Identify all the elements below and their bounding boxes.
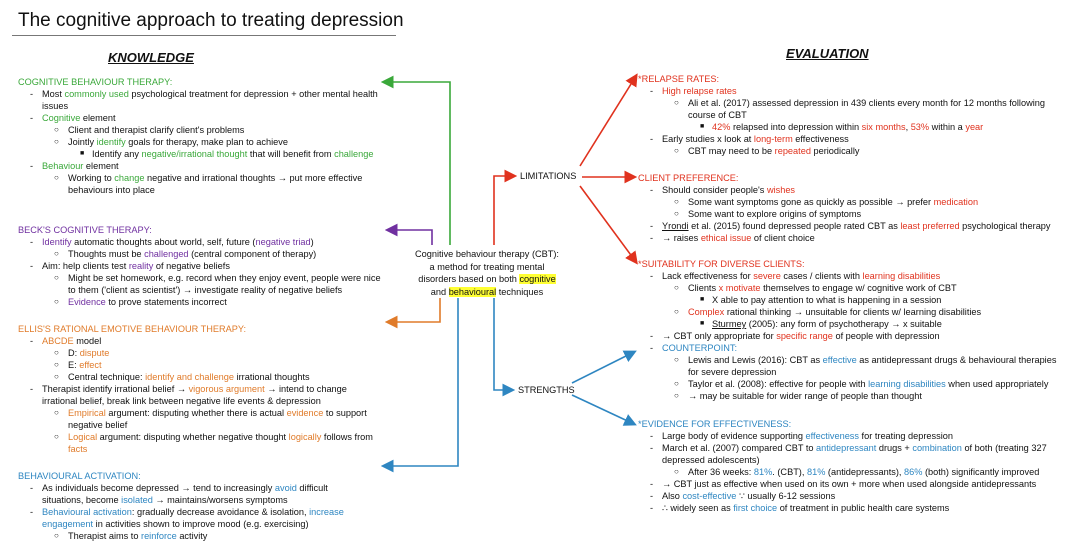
list-item: -Should consider people's wishes [650, 185, 796, 195]
list-item: ○Thoughts must be challenged (central co… [54, 249, 317, 259]
section-heading: *EVIDENCE FOR EFFECTIVENESS: [638, 419, 792, 429]
arrow-to-evidence [571, 394, 637, 426]
list-item: -ABCDE model [30, 336, 102, 346]
list-item: -High relapse rates [650, 86, 737, 96]
list-item: ○Some want symptoms gone as quickly as p… [674, 197, 979, 207]
arrow-to-strengths [493, 298, 516, 397]
evaluation-heading: EVALUATION [786, 46, 869, 61]
knowledge-heading: KNOWLEDGE [108, 50, 194, 65]
list-item: ○Complex rational thinking → unsuitable … [674, 307, 982, 317]
section-heading: *SUITABILITY FOR DIVERSE CLIENTS: [638, 259, 805, 269]
arrow-to-limitations [493, 169, 518, 245]
section-behavioural-activation: BEHAVIOURAL ACTIVATION: -As individuals … [18, 470, 354, 542]
arrow-to-relapse [579, 73, 638, 167]
section-relapse-rates: *RELAPSE RATES: -High relapse rates ○Ali… [638, 73, 1058, 157]
list-item: -Also cost-effective ∵ usually 6-12 sess… [650, 491, 836, 501]
arrow-to-cbt [380, 75, 451, 245]
arrow-to-suitability [579, 185, 638, 265]
highlight-behavioural: behavioural [448, 286, 497, 297]
arrow-to-beck [384, 223, 433, 245]
list-item: -→ CBT just as effective when used on it… [650, 479, 1037, 489]
list-item: ○Evidence to prove statements incorrect [54, 297, 227, 307]
list-item: ○E: effect [54, 360, 102, 370]
list-item: ○After 36 weeks: 81%. (CBT), 81% (antide… [674, 467, 1040, 477]
list-item: -March et al. (2007) compared CBT to ant… [650, 443, 1047, 465]
arrow-to-ellis [384, 298, 441, 329]
list-item: -∴ widely seen as first choice of treatm… [650, 503, 950, 513]
section-suitability: *SUITABILITY FOR DIVERSE CLIENTS: -Lack … [638, 258, 1068, 402]
title-underline [12, 35, 396, 36]
section-evidence: *EVIDENCE FOR EFFECTIVENESS: -Large body… [638, 418, 1068, 514]
list-item: -COUNTERPOINT: [650, 343, 738, 353]
list-item: ○Central technique: identify and challen… [54, 372, 310, 382]
list-item: -Most commonly used psychological treatm… [30, 89, 378, 111]
list-item: ○CBT may need to be repeated periodicall… [674, 146, 860, 156]
list-item: -→ raises ethical issue of client choice [650, 233, 815, 243]
list-item: ○D: dispute [54, 348, 110, 358]
list-item: -Large body of evidence supporting effec… [650, 431, 953, 441]
list-item: -Therapist identify irrational belief → … [30, 384, 347, 406]
list-item: ■42% relapsed into depression within six… [700, 122, 984, 132]
list-item: ○Therapist aims to reinforce activity [54, 531, 208, 541]
list-item: ○Clients x motivate themselves to engage… [674, 283, 957, 293]
list-item: -→ CBT only appropriate for specific ran… [650, 331, 940, 341]
list-item: ○Lewis and Lewis (2016): CBT as effectiv… [674, 355, 1057, 377]
section-beck: BECK'S COGNITIVE THERAPY: -Identify auto… [18, 224, 386, 308]
list-item: ○Taylor et al. (2008): effective for peo… [674, 379, 1049, 389]
section-client-preference: CLIENT PREFERENCE: -Should consider peop… [638, 172, 1068, 244]
section-heading: BECK'S COGNITIVE THERAPY: [18, 225, 152, 235]
list-item: ■Identify any negative/irrational though… [80, 149, 374, 159]
list-item: ■Sturmey (2005): any form of psychothera… [700, 319, 942, 329]
arrow-to-ba [380, 298, 459, 473]
list-item: -Behavioural activation: gradually decre… [30, 507, 344, 529]
list-item: ○Jointly identify goals for therapy, mak… [54, 137, 288, 147]
list-item: ○Ali et al. (2017) assessed depression i… [674, 98, 1045, 120]
list-item: -Early studies x look at long-term effec… [650, 134, 849, 144]
list-item: ○Empirical argument: disputing whether t… [54, 408, 367, 430]
list-item: ○→ may be suitable for wider range of pe… [674, 391, 922, 401]
section-heading: ELLIS'S RATIONAL EMOTIVE BEHAVIOUR THERA… [18, 324, 247, 334]
list-item: ○Some want to explore origins of symptom… [674, 209, 862, 219]
section-heading: CLIENT PREFERENCE: [638, 173, 739, 183]
list-item: ■X able to pay attention to what is happ… [700, 295, 942, 305]
cbt-definition: Cognitive behaviour therapy (CBT): a met… [414, 249, 559, 297]
list-item: -Aim: help clients test reality of negat… [30, 261, 230, 271]
list-item: ○Logical argument: disputing whether neg… [54, 432, 373, 454]
section-ellis: ELLIS'S RATIONAL EMOTIVE BEHAVIOUR THERA… [18, 323, 380, 455]
strengths-label: STRENGTHS [518, 385, 575, 395]
limitations-label: LIMITATIONS [520, 171, 577, 181]
page-title: The cognitive approach to treating depre… [18, 10, 404, 31]
list-item: -Cognitive element [30, 113, 116, 123]
section-heading: BEHAVIOURAL ACTIVATION: [18, 471, 141, 481]
list-item: -Yrondi et al. (2015) found depressed pe… [650, 221, 1051, 231]
list-item: -As individuals become depressed → tend … [30, 483, 328, 505]
list-item: -Identify automatic thoughts about world… [30, 237, 314, 247]
arrow-to-counterpoint [571, 350, 637, 384]
list-item: -Lack effectiveness for severe cases / c… [650, 271, 941, 281]
section-heading: *RELAPSE RATES: [638, 74, 720, 84]
list-item: ○Might be set homework, e.g. record when… [54, 273, 381, 295]
section-heading: COGNITIVE BEHAVIOUR THERAPY: [18, 77, 173, 87]
section-cbt: COGNITIVE BEHAVIOUR THERAPY: -Most commo… [18, 76, 378, 196]
list-item: ○Working to change negative and irration… [54, 173, 363, 195]
list-item: ○Client and therapist clarify client's p… [54, 125, 245, 135]
highlight-cognitive: cognitive [519, 274, 556, 284]
list-item: -Behaviour element [30, 161, 119, 171]
